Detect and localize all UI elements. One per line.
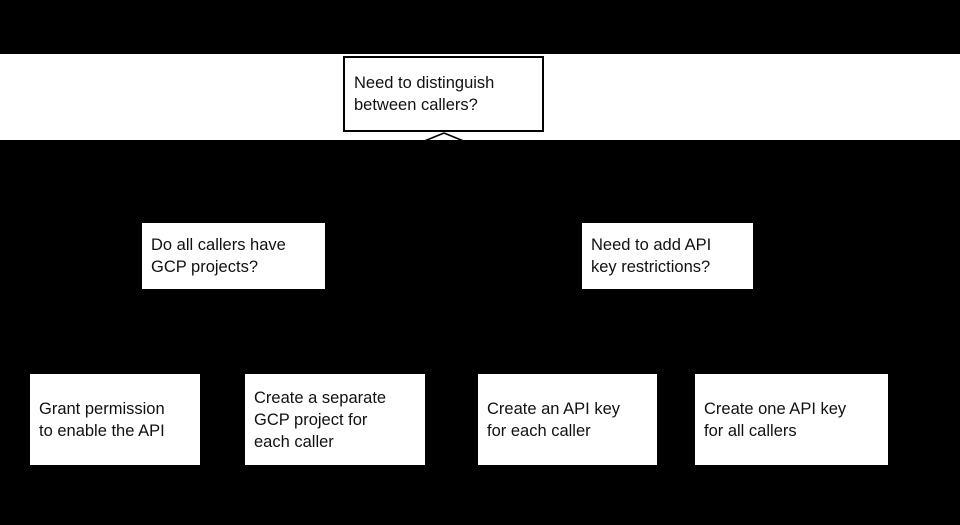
outcome-node-label: Grant permission to enable the API <box>39 399 165 440</box>
outcome-node-label: Create one API key for all callers <box>704 399 847 440</box>
branch-connector-lines <box>408 129 480 145</box>
outcome-node-grant-permission: Grant permission to enable the API <box>30 374 200 465</box>
outcome-node-label: Create an API key for each caller <box>487 399 620 440</box>
outcome-node-one-api-key-all-callers: Create one API key for all callers <box>695 374 888 465</box>
outcome-node-label: Create a separate GCP project for each c… <box>254 388 387 451</box>
decision-node-label: Need to add API key restrictions? <box>591 236 712 276</box>
decision-node-api-key-restrictions: Need to add API key restrictions? <box>582 223 753 289</box>
outcome-node-separate-gcp-project: Create a separate GCP project for each c… <box>245 374 425 465</box>
decision-node-label: Do all callers have GCP projects? <box>151 236 286 276</box>
decision-node-label: Need to distinguish between callers? <box>354 74 495 114</box>
decision-node-gcp-projects: Do all callers have GCP projects? <box>142 223 325 289</box>
outcome-node-api-key-each-caller: Create an API key for each caller <box>478 374 657 465</box>
decision-node-distinguish-callers: Need to distinguish between callers? <box>343 56 544 132</box>
